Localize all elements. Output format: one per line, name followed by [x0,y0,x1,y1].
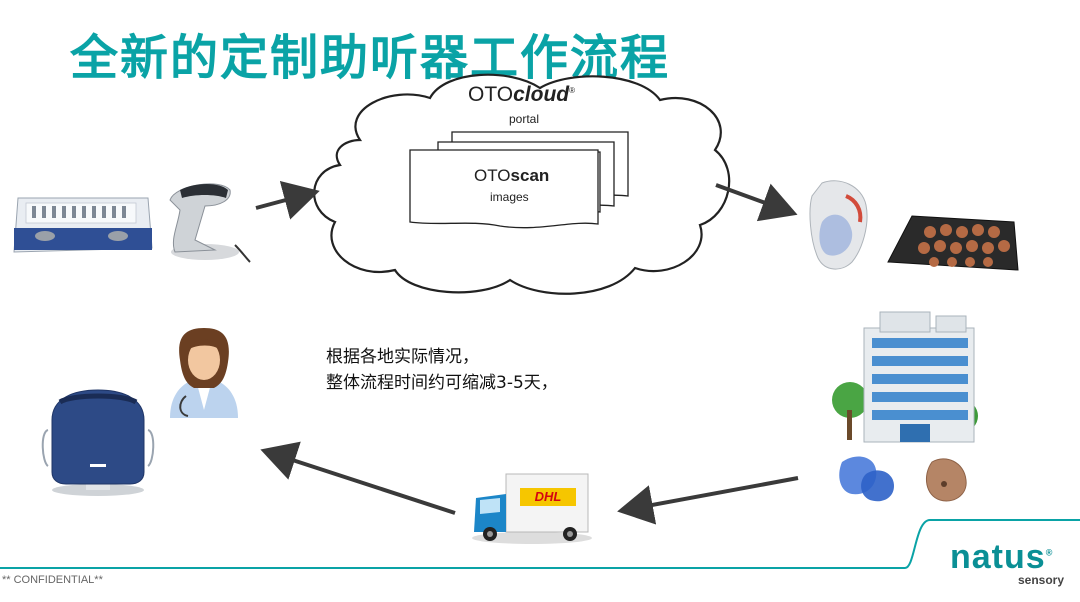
workflow-note-line-2: 整体流程时间约可缩减3-5天， [326,373,558,393]
natus-logo: natus® [950,538,1053,577]
otocloud-label: OTOcloud® [468,83,575,107]
arrow-to-truck [617,476,799,525]
otocloud-registered-mark: ® [569,86,576,95]
arrow-to-cloud [255,180,320,220]
natus-logo-word: natus [950,538,1046,576]
natus-logo-registered: ® [1045,547,1054,558]
audiometry-booth-icon [41,389,155,496]
confidential-label: ** CONFIDENTIAL** [2,574,103,586]
otocloud-subtitle: portal [509,112,540,126]
ear-shell-model-icon [809,180,868,270]
audiometer-icon [13,197,153,253]
arrow-to-clinic [260,441,456,515]
dhl-label: DHL [534,489,562,504]
workflow-note-line-1: 根据各地实际情况， [326,347,479,367]
hearing-aid-molds-icon [839,456,967,502]
printer-build-plate-icon [887,215,1019,271]
otocloud-prefix: OTO [468,83,514,106]
otoscan-subtitle: images [490,190,529,204]
footer-divider-line [0,519,1080,569]
otoscan-document-stack [409,131,629,229]
page-title: 全新的定制助听器工作流程 [70,30,671,86]
office-building-icon [832,311,978,443]
arrow-to-production [715,183,798,222]
natus-logo-sub: sensory [1018,573,1065,587]
doctor-icon [170,328,238,418]
otocloud-suffix: cloud [513,83,570,106]
otoscan-prefix: OTO [474,166,511,185]
otoscan-label: OTOscan [474,166,549,186]
otoscan-scanner-icon [169,183,251,263]
dhl-truck-icon [472,473,592,544]
workflow-note: 根据各地实际情况， 整体流程时间约可缩减3-5天， [326,344,558,396]
otoscan-suffix: scan [510,166,550,185]
